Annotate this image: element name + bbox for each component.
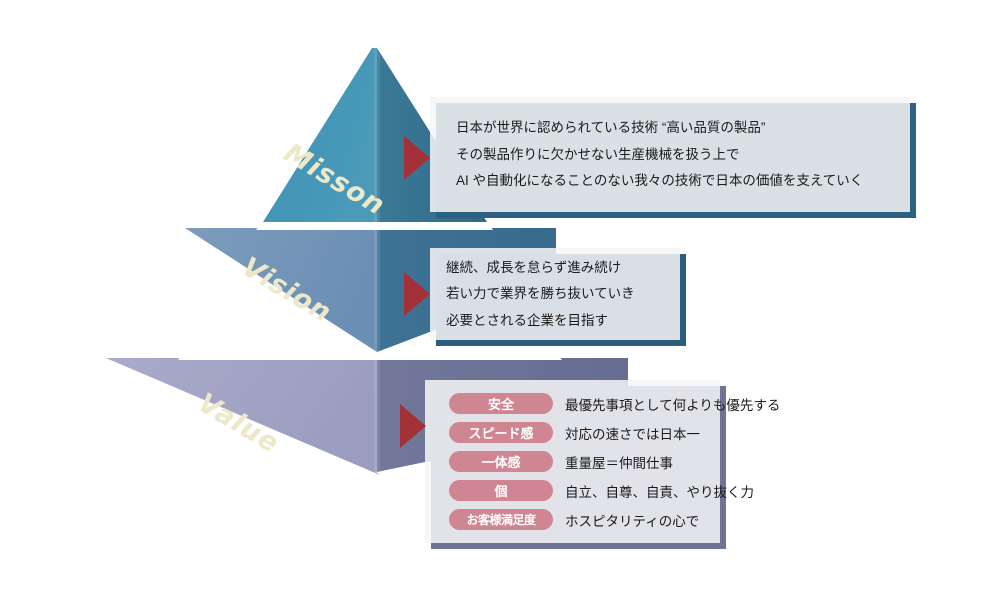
value-badge: 安全 [449, 393, 553, 414]
value-description: 対応の速さでは日本一 [565, 426, 700, 442]
value-description: 自立、自尊、自責、やり抜く力 [565, 484, 754, 500]
mission-line-3: AI や自動化になることのない我々の技術で日本の価値を支えていく [456, 173, 864, 189]
value-left-face-main [106, 358, 377, 472]
mission-text-block: 日本が世界に認められている技術 “高い品質の製品” その製品作りに欠かせない生産… [430, 121, 910, 188]
callout-value-body: 安全 最優先事項として何よりも優先する スピード感 対応の速さでは日本一 一体感… [425, 380, 780, 543]
mission-left-face [263, 48, 377, 222]
value-badge: お客様満足度 [449, 509, 553, 530]
value-arrow-icon [400, 404, 426, 448]
value-description: 重量屋＝仲間仕事 [565, 455, 673, 471]
value-row: 安全 最優先事項として何よりも優先する [449, 393, 780, 414]
value-description: ホスピタリティの心で [565, 513, 700, 529]
value-badge: 個 [449, 480, 553, 501]
callout-mission: 日本が世界に認められている技術 “高い品質の製品” その製品作りに欠かせない生産… [430, 97, 916, 218]
vision-line-2: 若い力で業界を勝ち抜いていき [446, 286, 635, 302]
value-row: スピード感 対応の速さでは日本一 [449, 422, 720, 443]
value-badge: スピード感 [449, 422, 553, 443]
value-rows: 安全 最優先事項として何よりも優先する スピード感 対応の速さでは日本一 一体感… [425, 393, 780, 530]
value-badge: 一体感 [449, 451, 553, 472]
value-row: お客様満足度 ホスピタリティの心で [449, 509, 720, 530]
callout-mission-body: 日本が世界に認められている技術 “高い品質の製品” その製品作りに欠かせない生産… [430, 97, 910, 212]
mission-line-2: その製品作りに欠かせない生産機械を扱う上で [456, 146, 740, 162]
value-row: 個 自立、自尊、自責、やり抜く力 [449, 480, 754, 501]
vision-line-1: 継続、成長を怠らず進み続け [446, 259, 622, 275]
vision-line-3: 必要とされる企業を目指す [446, 312, 608, 328]
tier-dividers [178, 48, 562, 475]
vision-arrow-icon [404, 272, 430, 316]
callout-value: 安全 最優先事項として何よりも優先する スピード感 対応の速さでは日本一 一体感… [425, 380, 780, 549]
mission-line-1: 日本が世界に認められている技術 “高い品質の製品” [456, 120, 766, 136]
callout-vision: 継続、成長を怠らず進み続け 若い力で業界を勝ち抜いていき 必要とされる企業を目指… [430, 248, 686, 346]
callout-vision-body: 継続、成長を怠らず進み続け 若い力で業界を勝ち抜いていき 必要とされる企業を目指… [430, 248, 680, 340]
mission-arrow-icon [404, 136, 430, 180]
value-description: 最優先事項として何よりも優先する [565, 397, 781, 413]
vision-left-face [185, 228, 377, 352]
vision-text-block: 継続、成長を怠らず進み続け 若い力で業界を勝ち抜いていき 必要とされる企業を目指… [430, 261, 680, 328]
value-row: 一体感 重量屋＝仲間仕事 [449, 451, 720, 472]
